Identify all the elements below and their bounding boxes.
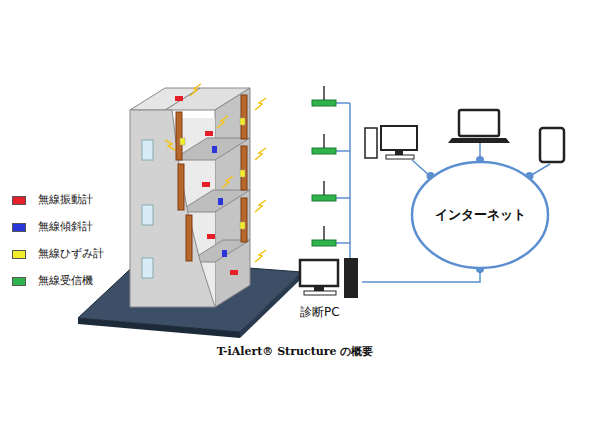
laptop-icon: [448, 110, 510, 143]
network-label: インターネット: [435, 206, 526, 224]
legend-text: 無線受信機: [38, 274, 93, 288]
legend-row: 無線受信機: [12, 275, 122, 289]
windows: [142, 140, 153, 278]
legend-text: 無線傾斜計: [38, 220, 93, 234]
desktop-icon: [365, 126, 417, 159]
legend-text: 無線ひずみ計: [38, 247, 104, 261]
columns: [176, 95, 247, 261]
tablet-icon: [540, 128, 564, 162]
radio-bolts: [165, 84, 266, 262]
caption: T-iAlert® Structure の概要: [217, 344, 374, 359]
roof: [130, 88, 200, 110]
pc-label: 診断PC: [300, 304, 366, 321]
pc-monitor: [300, 260, 338, 286]
pc-node: 診断PC: [296, 256, 366, 321]
connector-line: [362, 269, 480, 282]
legend-text: 無線振動計: [38, 193, 93, 207]
legend-swatch: [12, 277, 26, 286]
receivers: [312, 86, 350, 262]
network-ellipse: インターネット: [410, 160, 550, 270]
pc-icon: [296, 256, 366, 300]
pc-keyboard: [304, 291, 336, 295]
sensors: [175, 96, 245, 275]
legend-row: 無線振動計: [12, 194, 122, 208]
ellipse-shape: [412, 162, 548, 268]
legend-swatch: [12, 223, 26, 232]
legend-row: 無線傾斜計: [12, 221, 122, 235]
front-wall: [130, 110, 215, 307]
pc-tower: [344, 258, 358, 298]
legend-swatch: [12, 196, 26, 205]
legend-row: 無線ひずみ計: [12, 248, 122, 262]
legend-swatch: [12, 250, 26, 259]
pc-stand: [314, 286, 324, 291]
